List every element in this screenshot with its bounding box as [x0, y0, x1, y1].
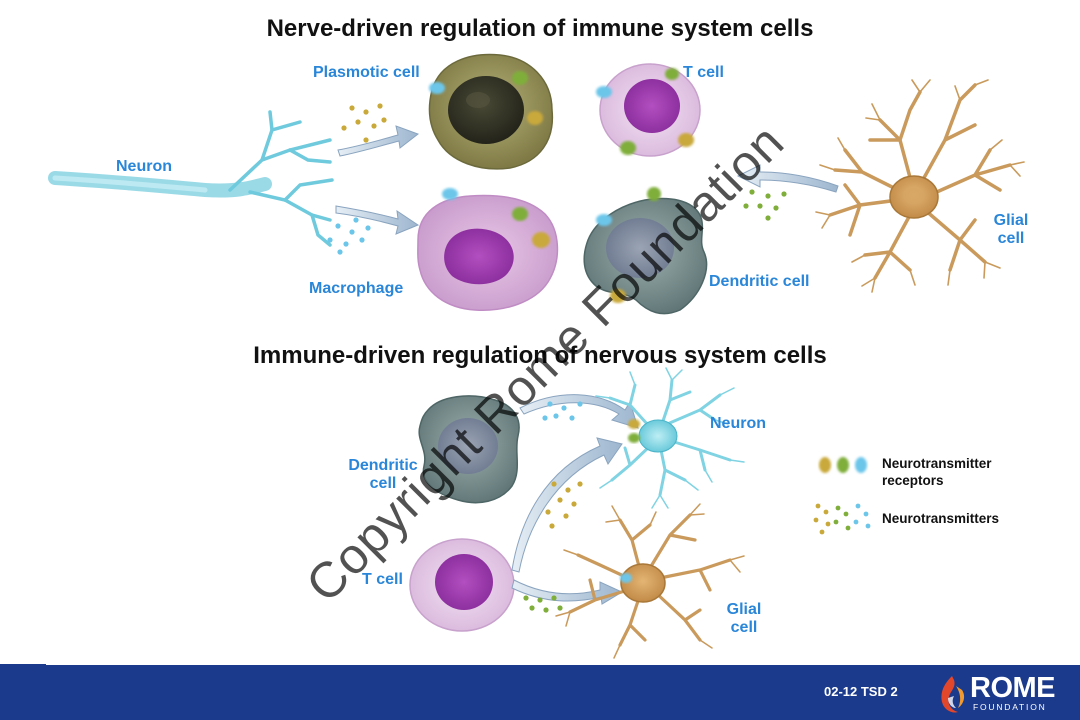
logo-sub: FOUNDATION	[973, 702, 1047, 712]
label-glial-bottom-line1: Glial	[726, 601, 762, 618]
label-macrophage: Macrophage	[309, 280, 404, 297]
label-glial-top-line2: cell	[997, 230, 1025, 247]
slide-id: 02-12 TSD 2	[824, 684, 898, 699]
arrow-tcell-to-glial	[511, 579, 624, 605]
label-dendritic-bottom-line2: cell	[369, 475, 397, 492]
neurotransmitter-dots-green-bottom	[523, 595, 563, 613]
t-cell-bottom	[409, 538, 515, 632]
label-plasmotic-cell: Plasmotic cell	[313, 64, 420, 81]
label-t-cell-top: T cell	[683, 64, 724, 81]
arrow-to-macrophage	[335, 205, 420, 235]
legend-receptors-line2: receptors	[882, 473, 944, 488]
dendritic-cell-top	[583, 187, 708, 315]
label-neuron-bottom: Neuron	[710, 415, 766, 432]
label-t-cell-bottom: T cell	[362, 571, 403, 588]
t-cell-top	[596, 63, 701, 157]
neuron-axon-top	[48, 110, 334, 247]
macrophage	[417, 188, 559, 311]
plasmotic-cell	[428, 53, 554, 170]
footer-divider	[46, 663, 1080, 665]
legend-receptors-icon	[819, 457, 867, 473]
neurotransmitter-dots-yellow-top	[341, 103, 387, 143]
glial-cell-top	[815, 79, 1025, 293]
logo-word: ROME	[970, 672, 1056, 704]
neuron-bottom	[595, 367, 745, 509]
arrow-from-glial-top	[736, 164, 839, 193]
neurotransmitter-dots-cyan-bottom	[542, 401, 583, 421]
legend-neurotransmitters-icon	[813, 503, 871, 535]
neurotransmitter-dots-green-top	[743, 189, 787, 221]
neurotransmitter-dots-yellow-bottom	[545, 481, 583, 529]
flame-icon	[941, 676, 965, 713]
neurotransmitter-dots-cyan-top	[327, 217, 371, 255]
arrow-tcell-to-neuron	[511, 437, 623, 573]
label-dendritic-bottom-line1: Dendritic	[348, 457, 418, 474]
label-dendritic-cell-bottom: Dendritic cell	[340, 457, 426, 493]
dendritic-cell-bottom	[418, 395, 520, 504]
legend-receptors-label: Neurotransmitter receptors	[882, 455, 992, 489]
legend-receptors-line1: Neurotransmitter	[882, 456, 992, 471]
label-neuron-top: Neuron	[116, 158, 172, 175]
arrow-to-plasmotic	[337, 125, 420, 157]
title-nerve-driven: Nerve-driven regulation of immune system…	[266, 15, 814, 42]
label-glial-bottom-line2: cell	[730, 619, 758, 636]
label-glial-cell-bottom: Glial cell	[721, 601, 767, 637]
label-dendritic-cell-top: Dendritic cell	[709, 273, 810, 290]
label-glial-cell-top: Glial cell	[988, 212, 1034, 248]
footer-bar	[0, 664, 1080, 720]
arrow-dendritic-to-neuron	[519, 394, 639, 429]
title-immune-driven: Immune-driven regulation of nervous syst…	[253, 342, 827, 369]
legend-neurotransmitters-label: Neurotransmitters	[882, 511, 1000, 526]
glial-cell-bottom	[555, 503, 745, 659]
rome-foundation-logo: ROME FOUNDATION	[936, 672, 1066, 716]
label-glial-top-line1: Glial	[993, 212, 1029, 229]
